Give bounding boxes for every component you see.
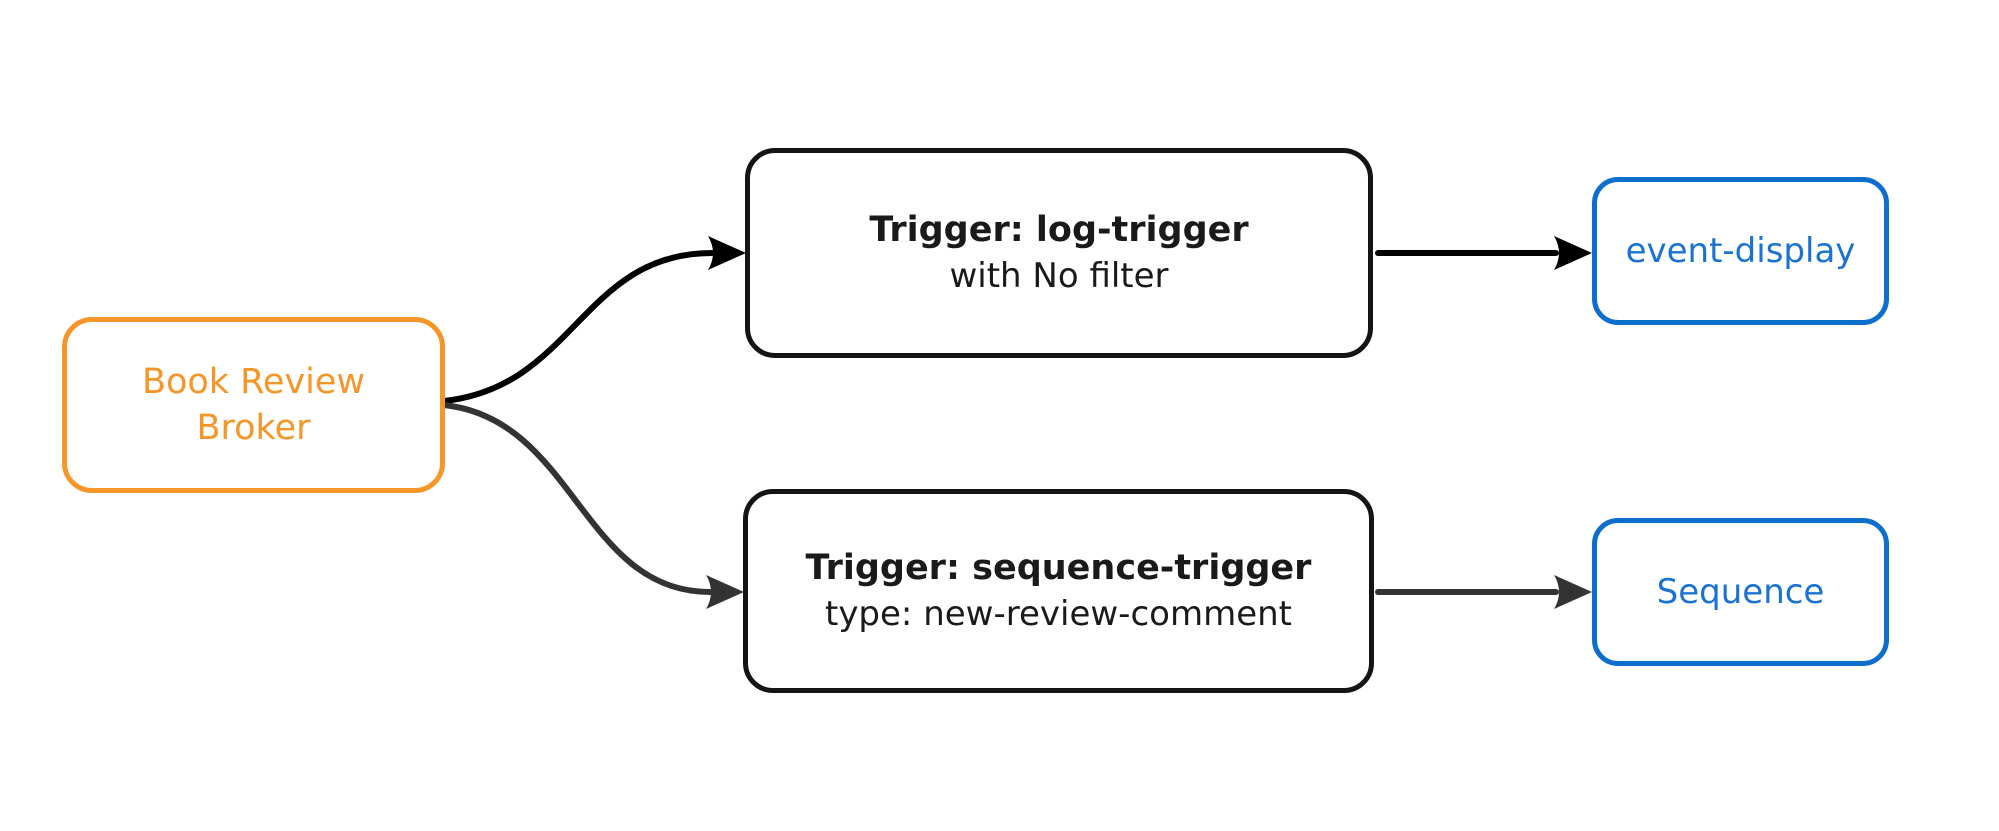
event-display-label: event-display (1625, 230, 1856, 271)
sequence-label: Sequence (1656, 571, 1825, 612)
broker-label-line1: Book Review (141, 361, 366, 402)
sequence-trigger-title: Trigger: sequence-trigger (805, 548, 1312, 589)
arrowhead-log-trigger (708, 236, 746, 270)
broker-label-line2: Broker (196, 408, 311, 448)
log-trigger-subtitle: with No filter (949, 255, 1169, 296)
log-trigger-title: Trigger: log-trigger (869, 210, 1249, 251)
edge-broker-to-log-trigger (441, 250, 715, 404)
node-sequence: Sequence (1592, 518, 1889, 666)
node-sequence-trigger: Trigger: sequence-trigger type: new-revi… (743, 489, 1374, 693)
node-book-review-broker: Book Review Broker (62, 317, 445, 493)
sequence-trigger-subtitle: type: new-review-comment (824, 593, 1292, 634)
arrowhead-sequence (1554, 575, 1592, 609)
arrowhead-event-display (1554, 236, 1592, 270)
edge-broker-to-sequence-trigger (441, 402, 713, 595)
node-log-trigger: Trigger: log-trigger with No filter (745, 148, 1373, 358)
node-event-display: event-display (1592, 177, 1889, 325)
arrowhead-sequence-trigger (706, 575, 744, 609)
